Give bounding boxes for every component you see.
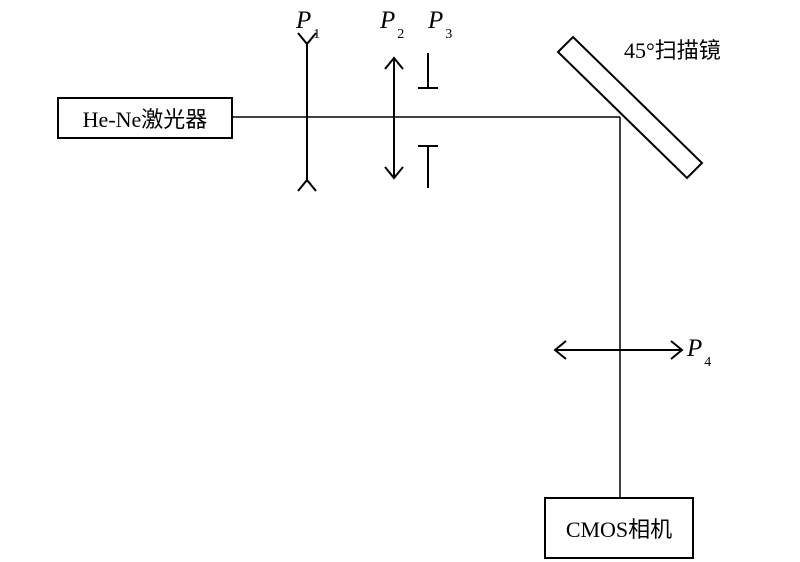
laser-box: He-Ne激光器 bbox=[57, 97, 233, 139]
label-p3-main: P bbox=[428, 7, 444, 34]
label-p1-main: P bbox=[296, 7, 312, 34]
label-p4-sub: 4 bbox=[704, 355, 712, 370]
camera-box: CMOS相机 bbox=[544, 497, 694, 559]
label-p2-main: P bbox=[380, 7, 396, 34]
mirror-label: 45°扫描镜 bbox=[624, 38, 721, 63]
label-p2: P2 bbox=[380, 7, 404, 42]
aperture-p3 bbox=[418, 53, 438, 188]
camera-label: CMOS相机 bbox=[565, 517, 673, 542]
label-p1: P1 bbox=[296, 7, 320, 42]
concave-lens-p1 bbox=[297, 32, 317, 192]
label-p4: P4 bbox=[687, 335, 711, 370]
label-p4-main: P bbox=[687, 335, 703, 362]
convex-lens-p2 bbox=[384, 56, 404, 180]
convex-lens-p4 bbox=[553, 340, 684, 360]
label-p3: P3 bbox=[428, 7, 452, 42]
label-p3-sub: 3 bbox=[445, 27, 453, 42]
scanning-mirror bbox=[556, 35, 704, 180]
laser-label: He-Ne激光器 bbox=[82, 107, 208, 132]
label-p1-sub: 1 bbox=[313, 27, 321, 42]
label-p2-sub: 2 bbox=[397, 27, 405, 42]
